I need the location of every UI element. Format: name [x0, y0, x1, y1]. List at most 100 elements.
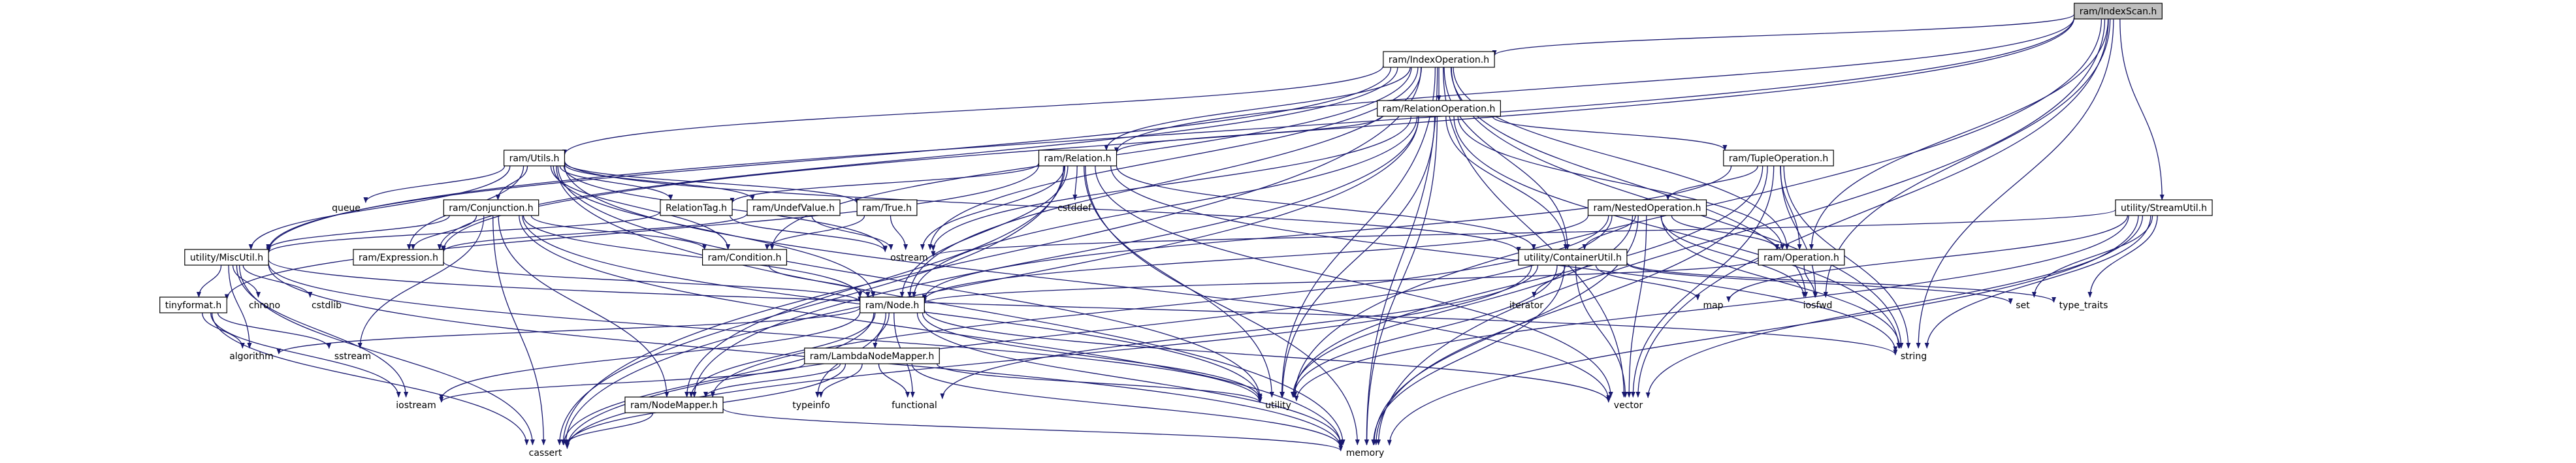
node-ram-indexoperation-h[interactable]: ram/IndexOperation.h [1383, 51, 1495, 68]
node-ram-tupleoperation-h[interactable]: ram/TupleOperation.h [1723, 150, 1834, 167]
node-label: utility [1265, 400, 1291, 411]
edge-n5-n19 [1116, 165, 1536, 250]
edge-n14-n35 [710, 215, 1609, 398]
node-label: ram/Utils.h [509, 153, 560, 164]
node-ram-expression-h[interactable]: ram/Expression.h [353, 249, 444, 266]
node-box [159, 296, 227, 313]
node-relationtag-h[interactable]: RelationTag.h [660, 199, 733, 216]
node-label: typeinfo [792, 400, 830, 411]
edge-n20-n23 [922, 259, 1759, 304]
node-ram-conjunction-h[interactable]: ram/Conjunction.h [443, 199, 539, 216]
edge-n32-n36 [818, 363, 863, 398]
node-box [184, 249, 269, 266]
node-label: string [1901, 351, 1927, 362]
node-cstddef: cstddef [1057, 203, 1092, 214]
edge-n6-n33 [1783, 165, 1911, 349]
node-label: algorithm [229, 351, 274, 362]
node-utility-miscutil-h[interactable]: utility/MiscUtil.h [184, 249, 269, 266]
edge-n11-n18 [811, 215, 894, 250]
node-ram-nestedoperation-h[interactable]: ram/NestedOperation.h [1587, 199, 1707, 216]
node-box [1518, 249, 1628, 266]
node-ram-node-h[interactable]: ram/Node.h [860, 296, 925, 313]
edge-n19-n41 [1371, 264, 1565, 445]
node-ram-lambdanodemapper-h[interactable]: ram/LambdaNodeMapper.h [804, 347, 940, 364]
node-chrono: chrono [249, 300, 280, 311]
edge-n9-n15 [266, 215, 450, 250]
edge-n1-n15 [266, 16, 2075, 253]
edge-n19-n28 [1626, 262, 2056, 303]
edge-n3-n19 [1445, 116, 1568, 250]
node-label: ram/Condition.h [708, 253, 782, 263]
edge-n15-n38 [268, 263, 1263, 404]
node-label: ram/True.h [862, 203, 912, 214]
edge-n5-n35 [684, 165, 1066, 398]
edge-n23-n32 [873, 312, 890, 349]
edge-n15-n21 [232, 264, 261, 298]
node-box [1587, 199, 1707, 216]
node-label: chrono [249, 300, 280, 311]
edge-n14-n23 [922, 215, 1589, 302]
edge-n4-n11 [564, 163, 755, 200]
edge-n19-n39 [1575, 264, 1628, 398]
node-tinyformat-h[interactable]: tinyformat.h [159, 296, 227, 313]
node-ram-relation-h[interactable]: ram/Relation.h [1038, 150, 1118, 167]
edge-n23-n34 [439, 311, 861, 400]
edge-n1-n2 [1492, 14, 2075, 56]
node-utility-containerutil-h[interactable]: utility/ContainerUtil.h [1518, 249, 1628, 266]
edge-n29-n31 [217, 312, 332, 349]
node-ram-undefvalue-h[interactable]: ram/UndefValue.h [747, 199, 841, 216]
node-box [1038, 150, 1118, 167]
node-memory: memory [1346, 448, 1385, 458]
node-label: iosfwd [1803, 300, 1833, 311]
edge-n9-n31 [357, 215, 485, 349]
edge-n3-n33 [1453, 116, 1901, 349]
edge-n6-n20 [1780, 165, 1802, 250]
node-label: ram/IndexOperation.h [1389, 55, 1489, 65]
node-label: RelationTag.h [666, 203, 727, 214]
edge-n3-n18 [931, 116, 1411, 251]
node-utility-streamutil-h[interactable]: utility/StreamUtil.h [2115, 199, 2213, 216]
edge-n19-n40 [564, 264, 1532, 449]
node-ostream: ostream [890, 253, 928, 263]
edge-n15-n22 [242, 264, 313, 298]
node-label: queue [332, 203, 361, 214]
edge-n14-n20 [1671, 215, 1780, 250]
node-label: set [2016, 300, 2030, 311]
node-label: utility/MiscUtil.h [190, 253, 263, 263]
edge-n6-n23 [922, 165, 1732, 300]
node-ram-relationoperation-h[interactable]: ram/RelationOperation.h [1377, 100, 1501, 117]
node-box [747, 199, 841, 216]
edge-n5-n13 [1072, 165, 1078, 200]
dependency-edges [196, 14, 2165, 452]
edge-n2-n5 [1104, 67, 1411, 151]
node-ram-indexscan-h[interactable]: ram/IndexScan.h [2074, 3, 2163, 20]
edge-n7-n39 [1645, 215, 2144, 398]
node-box [1723, 150, 1834, 167]
node-box [856, 199, 918, 216]
node-box [1377, 100, 1501, 117]
edge-n17-n23 [768, 264, 871, 298]
node-label: utility/StreamUtil.h [2121, 203, 2207, 214]
edge-n5-n38 [1084, 165, 1274, 398]
edge-n11-n16 [441, 213, 748, 253]
node-sstream: sstream [334, 351, 371, 362]
edge-n29-n34 [210, 312, 401, 398]
edge-n1-n7 [2119, 18, 2165, 200]
edge-n3-n5 [1114, 116, 1383, 153]
node-label: ram/NestedOperation.h [1593, 203, 1701, 214]
node-ram-nodemapper-h[interactable]: ram/NodeMapper.h [624, 396, 724, 413]
node-box [701, 249, 788, 266]
edge-n32-n41 [911, 363, 1344, 449]
node-ram-operation-h[interactable]: ram/Operation.h [1758, 249, 1845, 266]
node-label: utility/ContainerUtil.h [1524, 253, 1622, 263]
edge-n2-n23 [907, 67, 1422, 298]
edge-n29-n30 [202, 312, 245, 349]
node-ram-condition-h[interactable]: ram/Condition.h [701, 249, 788, 266]
node-string: string [1901, 351, 1927, 362]
node-label: ram/UndefValue.h [752, 203, 835, 214]
edge-n2-n38 [1280, 67, 1436, 398]
edge-n7-n18 [931, 209, 2116, 257]
node-label: ram/NodeMapper.h [630, 400, 718, 411]
node-ram-utils-h[interactable]: ram/Utils.h [503, 150, 566, 167]
node-ram-true-h[interactable]: ram/True.h [856, 199, 918, 216]
